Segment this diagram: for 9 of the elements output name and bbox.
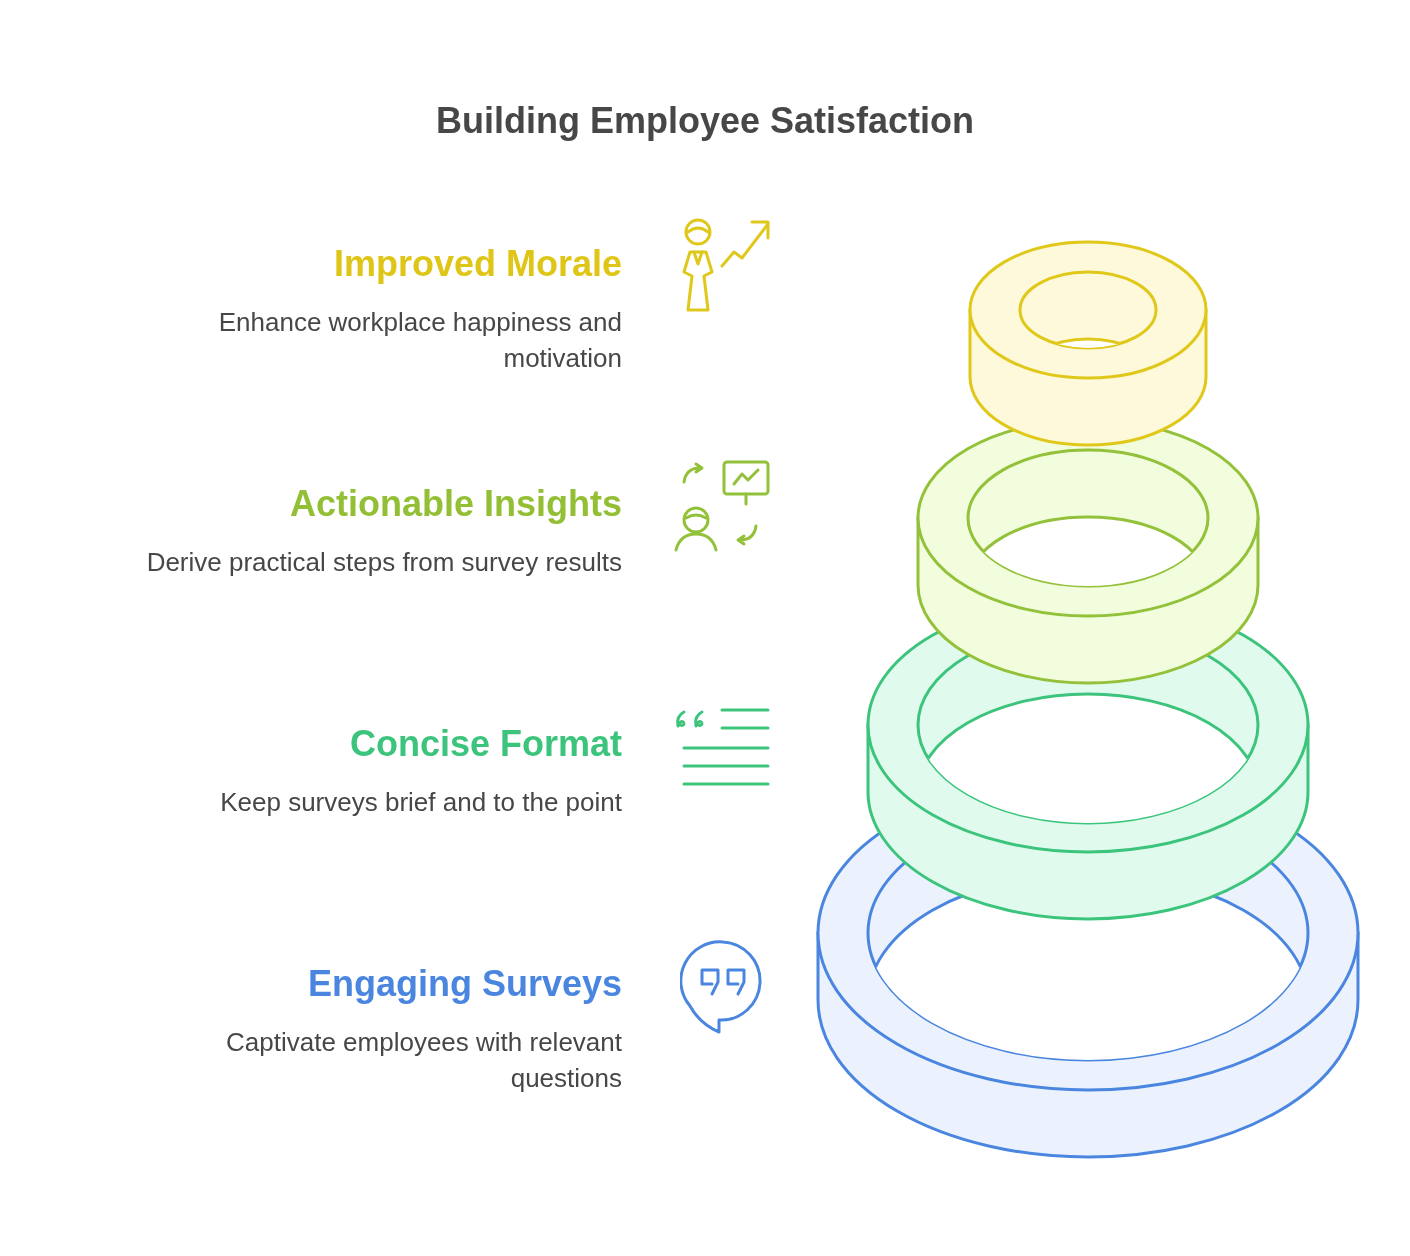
section-heading: Engaging Surveys	[307, 962, 622, 1006]
section-heading: Concise Format	[349, 722, 622, 766]
section-description: Keep surveys brief and to the point	[219, 786, 622, 819]
section-description: Captivate employees with relevant questions	[225, 1026, 622, 1095]
section-description: Enhance workplace happiness and motivation	[217, 306, 622, 375]
diagram-title: Building Employee Satisfaction	[434, 99, 976, 143]
section-heading: Actionable Insights	[289, 482, 622, 526]
section-description: Derive practical steps from survey results	[145, 546, 622, 579]
section-heading: Improved Morale	[333, 242, 622, 286]
